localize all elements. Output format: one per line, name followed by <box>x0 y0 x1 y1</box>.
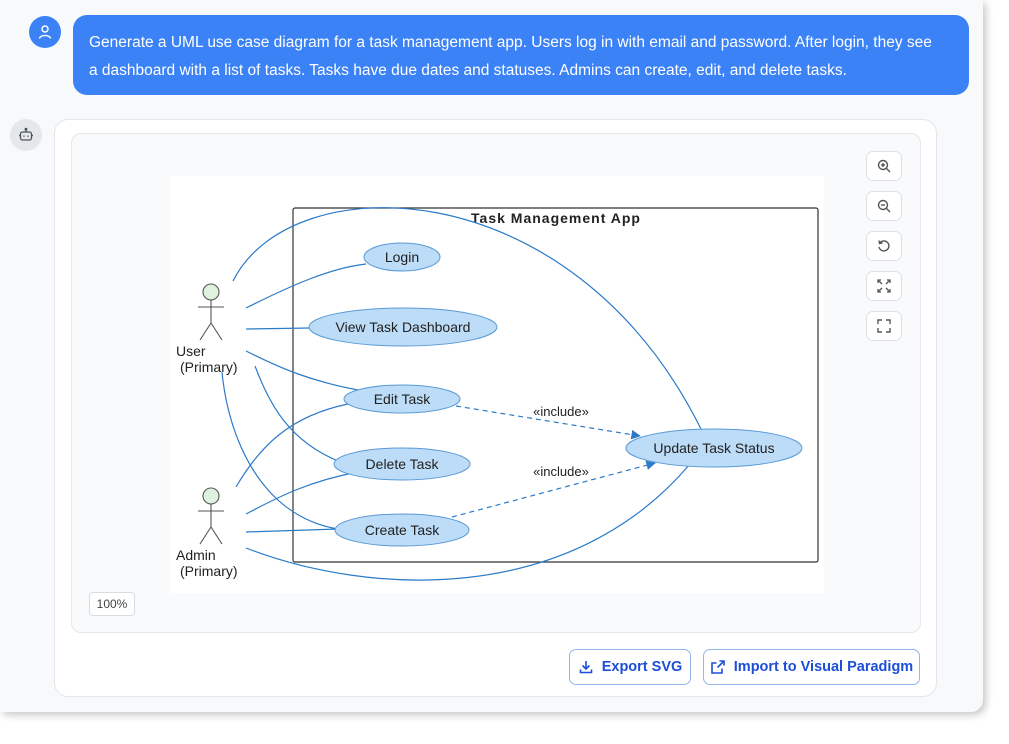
reset-button[interactable] <box>866 231 902 261</box>
zoom-level-badge: 100% <box>89 592 135 616</box>
diagram-viewer[interactable]: Task Management App <box>71 133 921 633</box>
assoc-admin-edit-task <box>235 403 349 488</box>
bot-avatar <box>10 119 42 151</box>
actor-user-name: User <box>176 343 206 359</box>
user-message-line-1: Generate a UML use case diagram for a ta… <box>89 34 932 51</box>
use-case-edit-task-label: Edit Task <box>374 391 432 407</box>
zoom-in-icon <box>877 159 891 173</box>
use-case-update-status-label: Update Task Status <box>653 440 774 456</box>
use-case-login[interactable]: Login <box>363 242 441 272</box>
zoom-out-button[interactable] <box>866 191 902 221</box>
assoc-admin-delete-task <box>245 471 359 515</box>
actor-admin-role: (Primary) <box>180 563 238 579</box>
bot-icon <box>19 127 33 141</box>
include-label-create: «include» <box>533 464 589 479</box>
assoc-user-dashboard <box>245 327 311 330</box>
association-lines <box>221 207 702 581</box>
use-case-diagram: Task Management App <box>176 207 819 581</box>
reset-icon <box>878 240 890 252</box>
user-avatar <box>29 16 61 48</box>
fit-button[interactable] <box>866 271 902 301</box>
diagram-canvas: Task Management App <box>170 176 824 593</box>
export-svg-label: Export SVG <box>601 659 683 675</box>
use-case-edit-task[interactable]: Edit Task <box>343 384 461 414</box>
include-relations <box>451 405 656 518</box>
fullscreen-button[interactable] <box>866 311 902 341</box>
actor-user[interactable] <box>198 283 224 341</box>
external-link-icon <box>710 660 725 674</box>
system-boundary <box>292 207 819 563</box>
assoc-user-delete-task <box>254 365 339 462</box>
actor-admin[interactable] <box>198 487 224 545</box>
system-title: Task Management App <box>471 210 641 226</box>
assoc-user-update-status <box>232 207 702 430</box>
assoc-user-login <box>245 263 367 309</box>
zoom-in-button[interactable] <box>866 151 902 181</box>
import-visual-paradigm-button[interactable]: Import to Visual Paradigm <box>703 649 920 685</box>
fullscreen-icon <box>877 319 891 333</box>
download-icon <box>579 661 593 674</box>
use-case-delete-task-label: Delete Task <box>366 456 440 472</box>
use-case-create-task-label: Create Task <box>365 522 440 538</box>
use-case-create-task[interactable]: Create Task <box>334 513 470 547</box>
use-case-view-dashboard-label: View Task Dashboard <box>336 319 471 335</box>
use-case-login-label: Login <box>385 249 419 265</box>
include-label-edit: «include» <box>533 404 589 419</box>
person-icon <box>38 25 52 39</box>
actor-user-role: (Primary) <box>180 359 238 375</box>
use-case-update-status[interactable]: Update Task Status <box>625 428 803 468</box>
import-visual-paradigm-label: Import to Visual Paradigm <box>733 659 914 675</box>
include-edit-to-status <box>455 405 641 440</box>
assoc-admin-create-task <box>245 528 339 533</box>
use-case-view-dashboard[interactable]: View Task Dashboard <box>308 307 498 347</box>
include-create-to-status <box>451 460 656 518</box>
use-case-delete-task[interactable]: Delete Task <box>333 447 471 481</box>
assoc-user-edit-task <box>245 350 359 391</box>
user-message-bubble: Generate a UML use case diagram for a ta… <box>73 15 969 95</box>
user-message-line-2: a dashboard with a list of tasks. Tasks … <box>89 62 847 79</box>
fit-icon <box>877 279 891 293</box>
assoc-user-create-task <box>221 371 339 530</box>
chat-panel: Generate a UML use case diagram for a ta… <box>10 15 969 697</box>
assistant-response-card: Task Management App <box>54 119 937 697</box>
assoc-admin-update-status <box>245 463 691 581</box>
actor-admin-name: Admin <box>176 547 216 563</box>
export-svg-button[interactable]: Export SVG <box>569 649 691 685</box>
zoom-out-icon <box>877 199 891 213</box>
